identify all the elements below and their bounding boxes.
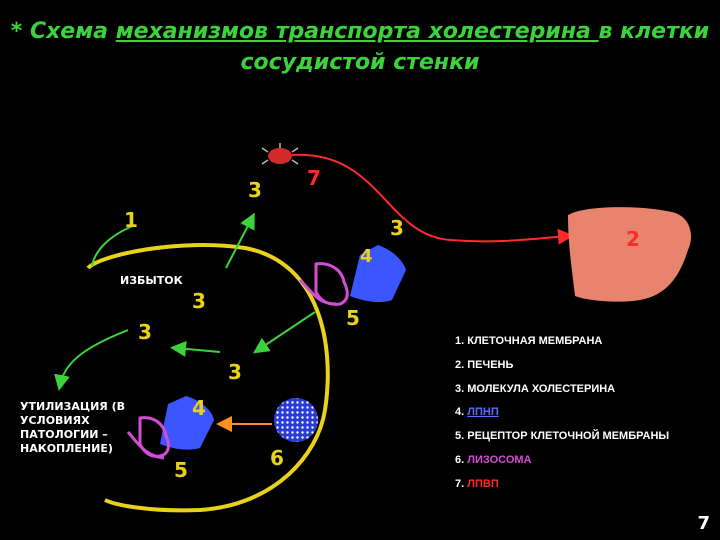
center-to-left-arrow — [170, 340, 221, 357]
title-underlined: механизмов транспорта холестерина — [115, 19, 599, 44]
legend-number: 4. — [455, 406, 465, 419]
label-cholesterol-top: 3 — [248, 178, 262, 202]
label-cholesterol-right: 3 — [390, 216, 404, 240]
legend-item: 2. ПЕЧЕНЬ — [455, 359, 669, 383]
title-prefix: * Схема — [10, 19, 116, 44]
legend-item: 6. ЛИЗОСОМА — [455, 454, 669, 478]
legend-text: ЛПНП — [467, 406, 499, 419]
hdl-particle-icon — [261, 143, 299, 165]
receptor-to-center-arrow — [253, 311, 316, 354]
legend-item: 5. РЕЦЕПТОР КЛЕТОЧНОЙ МЕМБРАНЫ — [455, 430, 669, 454]
legend-number: 1. — [455, 335, 465, 347]
utilization-arrow — [54, 329, 129, 391]
legend-item: 3. МОЛЕКУЛА ХОЛЕСТЕРИНА — [455, 383, 669, 407]
legend-text: КЛЕТОЧНАЯ МЕМБРАНА — [467, 335, 603, 347]
legend-item: 1. КЛЕТОЧНАЯ МЕМБРАНА — [455, 335, 669, 359]
legend-text: ПЕЧЕНЬ — [467, 358, 514, 371]
pointer-arrow-1 — [91, 224, 136, 267]
receptor-ldl-lower — [126, 396, 214, 460]
label-cholesterol-center: 3 — [228, 360, 242, 384]
legend-number: 7. — [455, 477, 465, 490]
label-receptor-lower: 5 — [174, 458, 188, 482]
label-utilization: УТИЛИЗАЦИЯ (В УСЛОВИЯХ ПАТОЛОГИИ – НАКОП… — [20, 400, 125, 455]
legend-item: 4. ЛПНП — [455, 406, 669, 430]
label-membrane: 1 — [124, 208, 138, 232]
label-hdl: 7 — [307, 166, 321, 190]
label-liver: 2 — [626, 227, 640, 251]
label-receptor-upper: 5 — [346, 306, 360, 330]
label-lysosome: 6 — [270, 446, 284, 470]
receptor-ldl-upper — [298, 245, 406, 306]
legend-number: 3. — [455, 382, 465, 395]
label-excess: ИЗБЫТОК — [120, 274, 183, 287]
legend-item: 7. ЛПВП — [455, 478, 669, 502]
legend-text: ЛИЗОСОМА — [467, 453, 532, 466]
legend-text: МОЛЕКУЛА ХОЛЕСТЕРИНА — [467, 382, 616, 395]
cell-membrane — [86, 243, 330, 513]
legend-text: РЕЦЕПТОР КЛЕТОЧНОЙ МЕМБРАНЫ — [467, 430, 670, 443]
page-number: 7 — [697, 513, 710, 534]
legend-number: 2. — [455, 358, 465, 371]
legend-number: 6. — [455, 453, 465, 466]
label-cholesterol-mid: 3 — [192, 289, 206, 313]
label-ldl-upper: 4 — [360, 246, 373, 267]
legend-number: 5. — [455, 430, 465, 443]
efflux-arrow — [225, 212, 255, 269]
hdl-to-liver-arrow — [291, 153, 574, 245]
label-cholesterol-left: 3 — [138, 320, 152, 344]
legend-text: ЛПВП — [467, 477, 499, 490]
title-middle: в клетки — [598, 19, 710, 44]
lysosome-icon — [274, 398, 318, 442]
label-ldl-lower: 4 — [192, 396, 206, 420]
slide-title: * Схема механизмов транспорта холестерин… — [0, 16, 720, 78]
liver-shape — [568, 207, 692, 302]
title-line2: сосудистой стенки — [240, 50, 480, 75]
